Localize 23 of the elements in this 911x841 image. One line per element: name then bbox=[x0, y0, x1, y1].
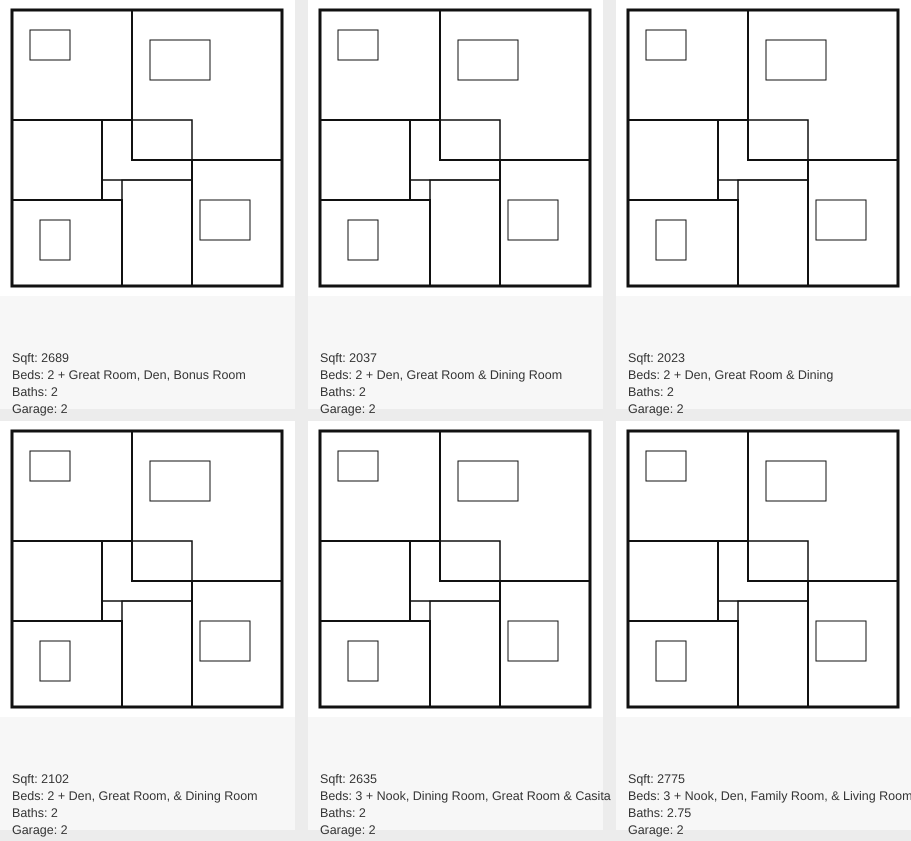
plan-detail: Sqft: 2689 bbox=[12, 350, 70, 367]
plan-detail: Baths: 2 bbox=[320, 384, 367, 401]
plan-detail: Sqft: 2775 bbox=[628, 771, 686, 788]
plan-detail: Beds: 2 + Great Room, Den, Bonus Room bbox=[12, 367, 246, 384]
plan-detail: Garage: 2 bbox=[12, 822, 69, 839]
plan-detail: Garage: 2 bbox=[12, 401, 69, 418]
plan-detail: Baths: 2 bbox=[628, 384, 675, 401]
plan-detail: Sqft: 2635 bbox=[320, 771, 378, 788]
plan-detail: Sqft: 2023 bbox=[628, 350, 686, 367]
plan-detail: Baths: 2 bbox=[12, 384, 59, 401]
plan-detail: Garage: 2 bbox=[320, 401, 377, 418]
plan-detail: Garage: 2 bbox=[628, 822, 685, 839]
plan-detail: Beds: 2 + Den, Great Room & Dining Room bbox=[320, 367, 562, 384]
plan-detail: Sqft: 2037 bbox=[320, 350, 378, 367]
plan-detail: Garage: 2 bbox=[628, 401, 685, 418]
plan-detail: Baths: 2 bbox=[12, 805, 59, 822]
plan-detail: Sqft: 2102 bbox=[12, 771, 70, 788]
plan-detail: Garage: 2 bbox=[320, 822, 377, 839]
plan-detail: Baths: 2 bbox=[320, 805, 367, 822]
plan-detail: Baths: 2.75 bbox=[628, 805, 692, 822]
plan-detail: Beds: 3 + Nook, Dining Room, Great Room & Casita bbox=[320, 788, 611, 805]
plan-detail: Beds: 2 + Den, Great Room & Dining bbox=[628, 367, 834, 384]
plan-detail: Beds: 2 + Den, Great Room, & Dining Room bbox=[12, 788, 258, 805]
